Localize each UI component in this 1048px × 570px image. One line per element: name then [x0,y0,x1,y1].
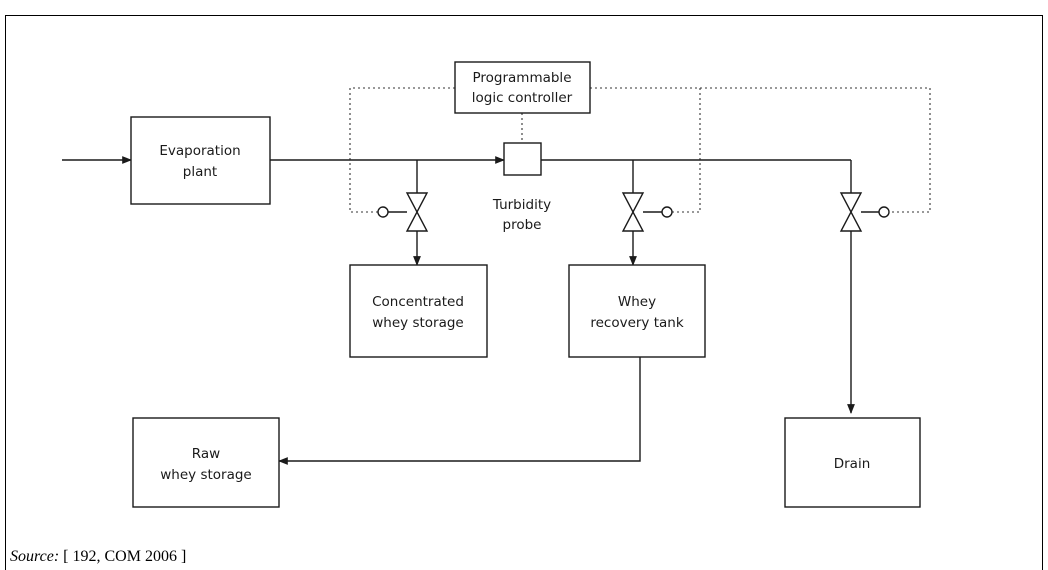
box-concentrated-whey-storage: Concentrated whey storage [349,264,488,358]
svg-text:Raw: Raw [192,446,220,462]
svg-text:logic controller: logic controller [472,90,573,106]
control-signal-lines [349,87,931,213]
process-lines [62,156,855,465]
box-evaporation-plant: Evaporation plant [130,116,271,205]
source-caption: Source: [ 192, COM 2006 ] [10,548,186,566]
figure-frame [5,15,1043,570]
box-plc: Programmable logic controller [454,61,591,114]
svg-text:whey storage: whey storage [372,315,463,331]
svg-text:Programmable: Programmable [472,70,571,86]
svg-text:probe: probe [503,217,542,233]
valve-concentrated [377,192,429,232]
svg-text:plant: plant [183,164,217,180]
svg-text:Concentrated: Concentrated [372,294,464,310]
control-line-left [349,87,455,213]
control-line-middle [590,87,701,213]
svg-text:Turbidity: Turbidity [492,197,551,213]
control-line-right [700,87,931,213]
source-prefix: Source: [10,548,60,565]
valve-recovery [621,192,673,232]
svg-text:Drain: Drain [834,456,871,472]
svg-text:Whey: Whey [618,294,656,310]
source-citation: [ 192, COM 2006 ] [59,548,187,565]
box-drain: Drain [784,417,921,508]
valve-drain [839,192,890,232]
return-to-raw-whey [278,357,641,465]
svg-text:recovery tank: recovery tank [590,315,683,331]
box-whey-recovery-tank: Whey recovery tank [568,264,706,358]
box-raw-whey-storage: Raw whey storage [132,417,280,508]
turbidity-probe: Turbidity probe [492,142,551,233]
svg-text:Evaporation: Evaporation [159,143,240,159]
svg-text:whey storage: whey storage [160,467,251,483]
